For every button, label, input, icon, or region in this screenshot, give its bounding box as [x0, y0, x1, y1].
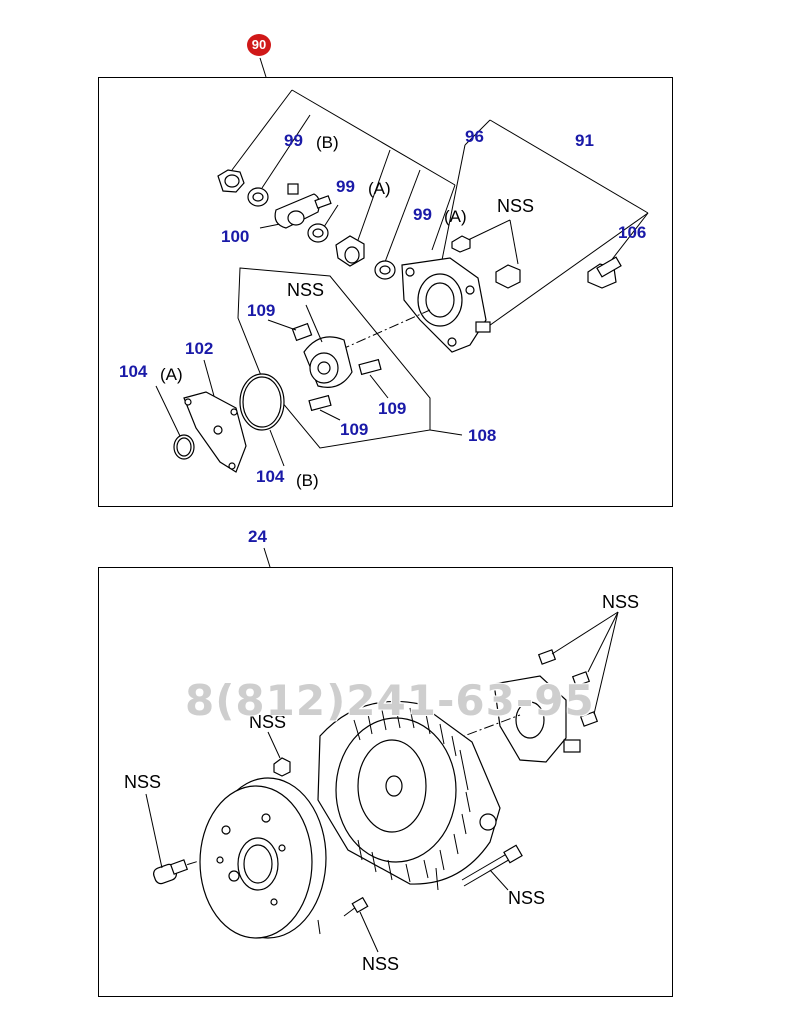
housing-96[interactable]	[401, 257, 491, 353]
badge-leader	[259, 57, 267, 78]
label-nss-short-bolt: NSS	[362, 954, 399, 974]
screw-nss-upper-1[interactable]	[451, 235, 471, 253]
front-frame[interactable]	[199, 777, 327, 939]
part-100-connector[interactable]	[274, 183, 332, 229]
label-109-b[interactable]: 109	[378, 399, 406, 418]
label-91[interactable]: 91	[575, 131, 594, 150]
long-bolt-nss[interactable]	[461, 844, 523, 887]
rear-bracket[interactable]	[493, 675, 581, 763]
label-100[interactable]: 100	[221, 227, 249, 246]
bolt-nss-right-2[interactable]	[571, 611, 619, 687]
washer-99b[interactable]	[247, 187, 269, 207]
label-99a-1[interactable]: 99	[336, 177, 355, 196]
leader-108	[429, 429, 463, 436]
cooling-fins	[353, 707, 471, 883]
label-109-c[interactable]: 109	[340, 420, 368, 439]
label-nss-nut: NSS	[249, 712, 286, 732]
label-nss-upper: NSS	[497, 196, 534, 216]
brush-109-b[interactable]	[358, 358, 382, 376]
rear-frame-housing[interactable]	[317, 700, 501, 885]
label-104a-suffix: (A)	[160, 365, 183, 384]
label-106[interactable]: 106	[618, 223, 646, 242]
brush-109-a[interactable]	[291, 322, 313, 342]
label-nss-pin: NSS	[124, 772, 161, 792]
top-assembly-frame	[98, 77, 673, 507]
label-nss-bolts: NSS	[602, 592, 639, 612]
screw-106[interactable]	[587, 256, 622, 289]
washer-99a-1[interactable]	[307, 223, 329, 243]
leaders-91	[439, 119, 649, 329]
leader-24	[263, 547, 271, 568]
phone-watermark: 8(812)241-63-95	[185, 676, 595, 725]
bolt-99a[interactable]	[335, 235, 365, 267]
label-nss-box: NSS	[287, 280, 324, 300]
label-nss-long-bolt: NSS	[508, 888, 545, 908]
label-96[interactable]: 96	[465, 127, 484, 146]
leaders-99	[231, 89, 456, 263]
kit-108-boundary	[237, 267, 431, 449]
label-109-a[interactable]: 109	[247, 301, 275, 320]
label-104a[interactable]: 104	[119, 362, 148, 381]
brush-holder[interactable]	[303, 336, 353, 388]
label-104b-suffix: (B)	[296, 471, 319, 490]
label-99b[interactable]: 99	[284, 131, 303, 150]
label-108[interactable]: 108	[468, 426, 496, 445]
nut-99b[interactable]	[217, 169, 245, 193]
pin-nss-left[interactable]	[152, 859, 189, 885]
plate-102[interactable]	[183, 391, 247, 473]
label-24[interactable]: 24	[248, 527, 267, 546]
label-99a-2[interactable]: 99	[413, 205, 432, 224]
bolt-nss-right-3[interactable]	[579, 611, 619, 727]
bolt-nss-right-1[interactable]	[537, 611, 619, 665]
label-102[interactable]: 102	[185, 339, 213, 358]
assembly-badge[interactable]: 90	[247, 34, 271, 56]
label-104b[interactable]: 104	[256, 467, 285, 486]
label-99a-2-suffix: (A)	[444, 207, 467, 226]
label-99a-1-suffix: (A)	[368, 179, 391, 198]
short-bolt-nss[interactable]	[343, 896, 369, 917]
brush-109-c[interactable]	[308, 394, 332, 412]
washer-99a-2[interactable]	[374, 260, 396, 280]
label-99b-suffix: (B)	[316, 133, 339, 152]
nut-nss[interactable]	[273, 757, 291, 777]
screw-nss-upper-2[interactable]	[495, 264, 521, 289]
centerline-top	[339, 309, 431, 351]
leader-102	[203, 359, 215, 397]
